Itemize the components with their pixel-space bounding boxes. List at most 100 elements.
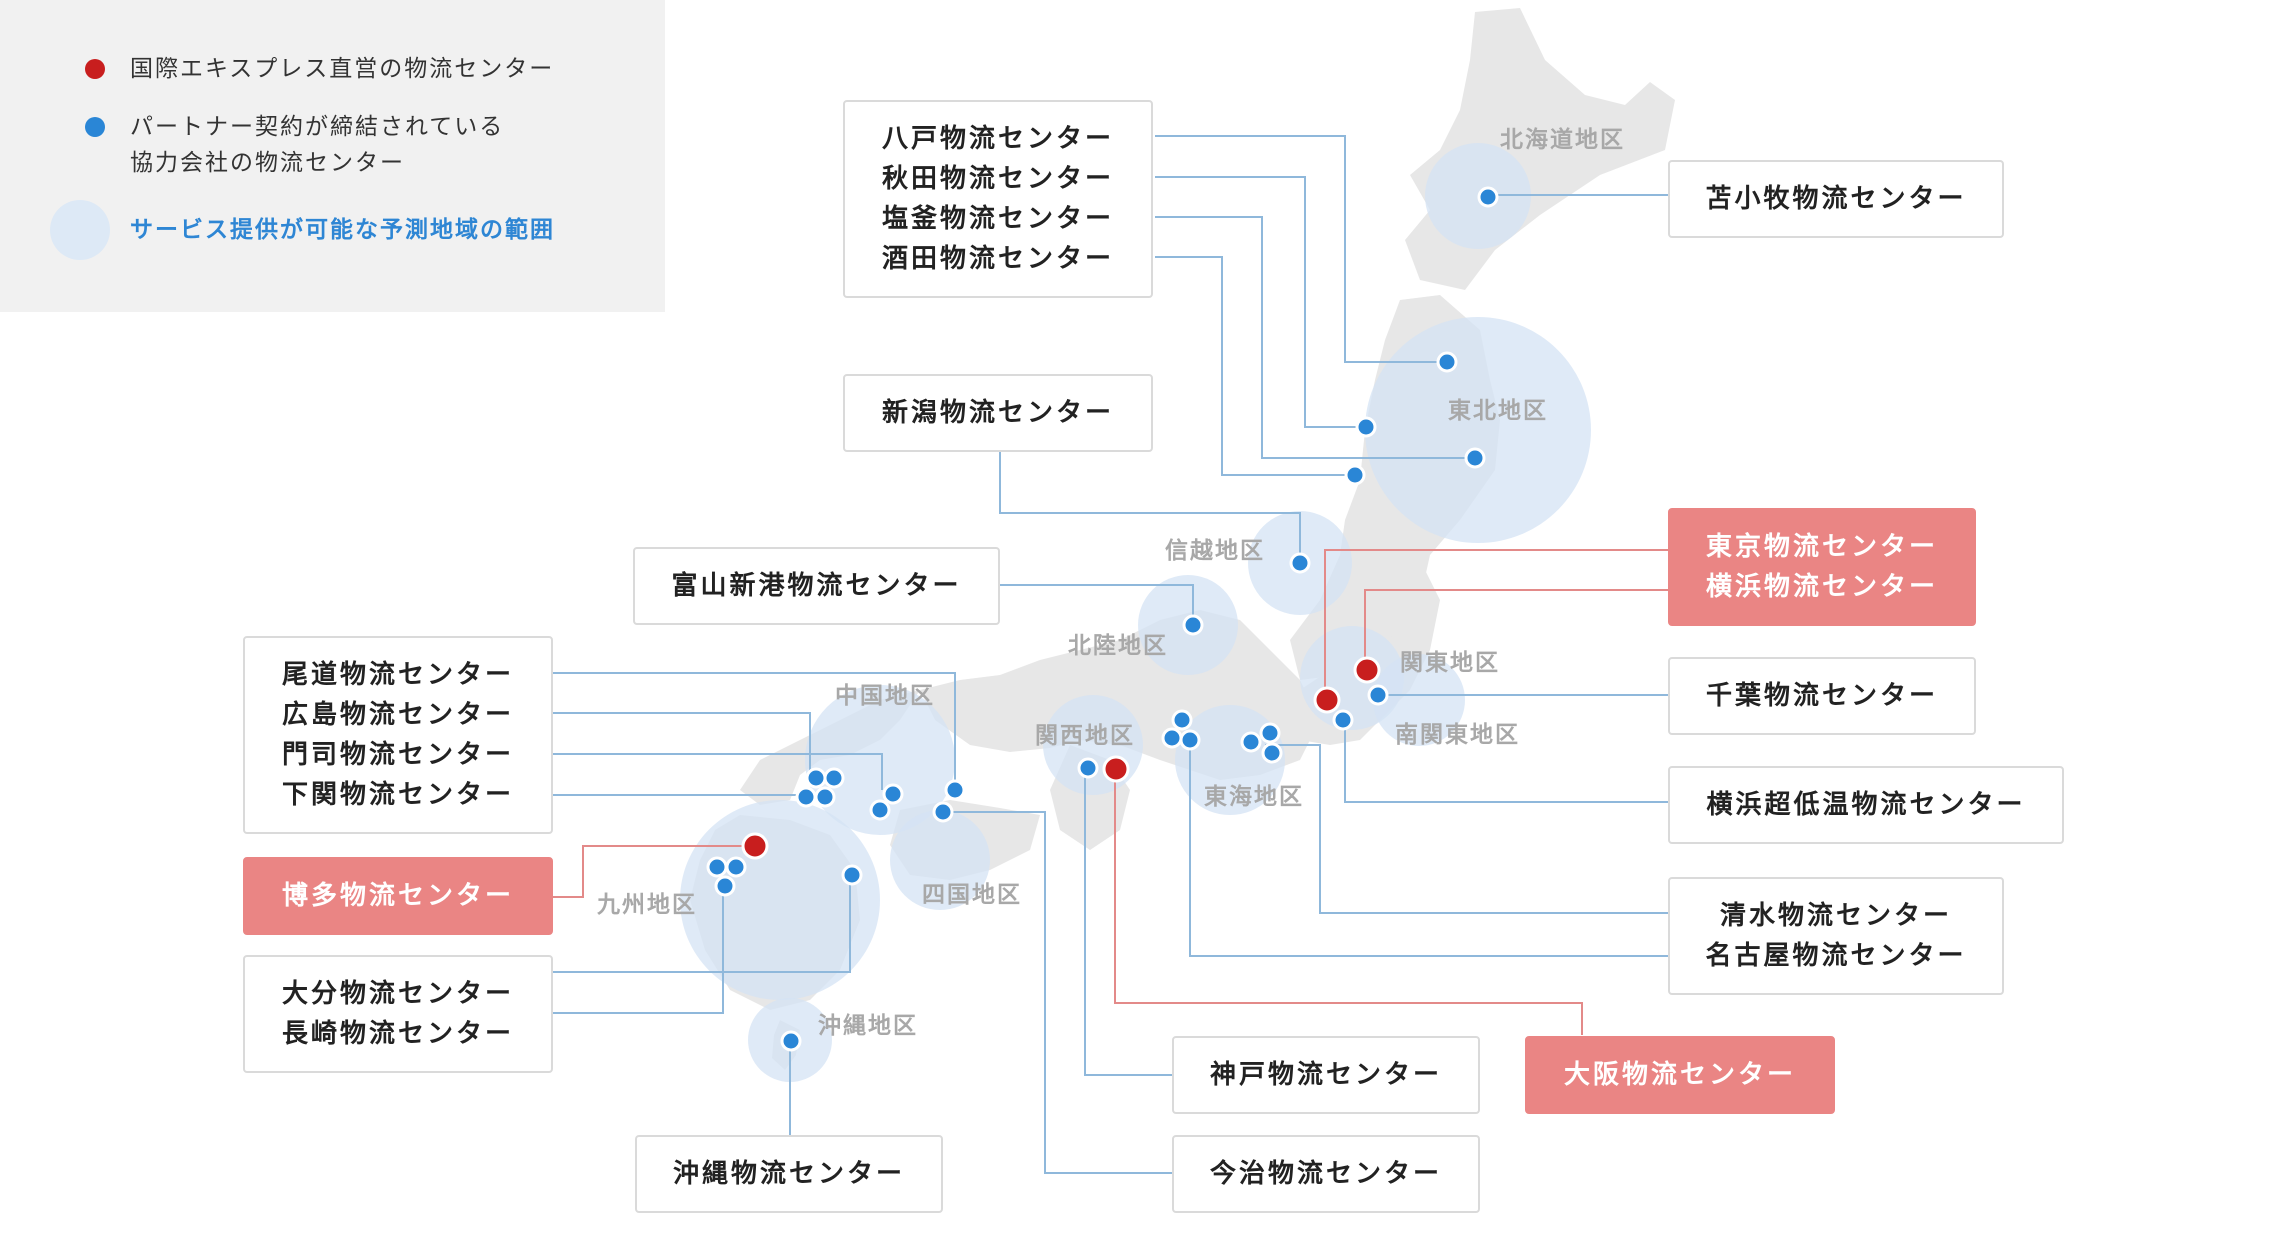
- dot-nagoya-2: [1179, 729, 1201, 751]
- dot-shiogama: [1464, 447, 1486, 469]
- label-kanto: 関東地区: [1400, 650, 1500, 676]
- service-areas: [680, 143, 1591, 1082]
- box-okinawa[interactable]: 沖縄物流センター: [635, 1135, 943, 1213]
- dot-shimizu-3: [1261, 742, 1283, 764]
- partner-connectors: [553, 135, 1670, 1174]
- dot-imabari: [932, 801, 954, 823]
- legend: 国際エキスプレス直営の物流センター パートナー契約が締結されている 協力会社の物…: [0, 0, 665, 312]
- direct-dots: [741, 656, 1381, 860]
- box-hakata[interactable]: 博多物流センター: [243, 857, 553, 935]
- label-chugoku: 中国地区: [835, 683, 935, 709]
- dot-akita: [1355, 416, 1377, 438]
- region-labels: 北海道地区 東北地区 信越地区 北陸地区 関東地区 南関東地区 東海地区 関西地…: [596, 126, 1625, 1039]
- label-shinetsu: 信越地区: [1165, 537, 1265, 564]
- center-shimonoseki: 下関物流センター: [281, 780, 514, 810]
- legend-partner-line2: 協力会社の物流センター: [130, 150, 405, 176]
- box-tomakomai[interactable]: 苫小牧物流センター: [1668, 160, 2004, 238]
- box-toyama[interactable]: 富山新港物流センター: [633, 547, 1000, 625]
- dot-hiroshima: [882, 783, 904, 805]
- area-tohoku: [1365, 317, 1591, 543]
- dot-kobe: [1077, 757, 1099, 779]
- area-shikoku: [890, 810, 990, 910]
- center-chiba: 千葉物流センター: [1705, 681, 1938, 711]
- dot-nagoya-1: [1171, 709, 1193, 731]
- center-kobe: 神戸物流センター: [1209, 1060, 1442, 1090]
- dot-osaka: [1102, 755, 1130, 783]
- dot-oita: [841, 864, 863, 886]
- center-shimizu: 清水物流センター: [1719, 901, 1952, 931]
- partner-dots: [706, 186, 1499, 1052]
- label-shikoku: 四国地区: [922, 882, 1022, 908]
- center-imabari: 今治物流センター: [1209, 1159, 1442, 1189]
- box-osaka[interactable]: 大阪物流センター: [1525, 1036, 1835, 1114]
- dot-shimizu-1: [1240, 731, 1262, 753]
- box-chiba[interactable]: 千葉物流センター: [1668, 657, 1976, 735]
- dot-hakata: [741, 832, 769, 860]
- label-kansai: 関西地区: [1035, 723, 1135, 749]
- dot-sakata: [1344, 464, 1366, 486]
- label-hokkaido: 北海道地区: [1500, 126, 1625, 153]
- dot-toyama: [1182, 614, 1204, 636]
- dot-nagasaki-2: [725, 856, 747, 878]
- box-kobe[interactable]: 神戸物流センター: [1172, 1036, 1480, 1114]
- legend-area: サービス提供が可能な予測地域の範囲: [130, 217, 555, 243]
- dot-onomichi: [944, 779, 966, 801]
- box-shimizu-nagoya[interactable]: 清水物流センター 名古屋物流センター: [1668, 877, 2004, 995]
- area-kyushu: [680, 800, 880, 1000]
- area-tokai: [1175, 705, 1285, 815]
- center-akita: 秋田物流センター: [881, 164, 1114, 194]
- legend-partner-line1: パートナー契約が締結されている: [130, 114, 505, 140]
- box-yokohama-cold[interactable]: 横浜超低温物流センター: [1668, 766, 2064, 844]
- dot-tokyo: [1313, 686, 1341, 714]
- box-imabari[interactable]: 今治物流センター: [1172, 1135, 1480, 1213]
- dot-okinawa: [780, 1030, 802, 1052]
- partner-dot-icon: [85, 117, 105, 137]
- area-circle-icon: [50, 200, 110, 260]
- center-nagoya: 名古屋物流センター: [1705, 941, 1967, 971]
- legend-direct: 国際エキスプレス直営の物流センター: [130, 56, 555, 82]
- dot-nagasaki-3: [714, 875, 736, 897]
- label-tohoku: 東北地区: [1448, 398, 1548, 424]
- dot-tomakomai: [1477, 186, 1499, 208]
- dot-hachinohe: [1436, 351, 1458, 373]
- label-okinawa: 沖縄地区: [818, 1013, 918, 1039]
- dot-yokohama-cold: [1332, 709, 1354, 731]
- center-hakata: 博多物流センター: [281, 881, 514, 911]
- center-toyama: 富山新港物流センター: [671, 571, 962, 601]
- label-tokai: 東海地区: [1204, 783, 1304, 810]
- label-minamikanto: 南関東地区: [1395, 722, 1520, 748]
- center-nagasaki: 長崎物流センター: [281, 1019, 514, 1049]
- center-niigata: 新潟物流センター: [881, 398, 1114, 428]
- center-sakata: 酒田物流センター: [881, 244, 1114, 274]
- dot-yokohama: [1353, 656, 1381, 684]
- dot-shimonoseki-3: [869, 799, 891, 821]
- box-oita-nagasaki[interactable]: 大分物流センター 長崎物流センター: [243, 955, 553, 1073]
- center-moji: 門司物流センター: [281, 740, 514, 770]
- area-chugoku: [805, 685, 955, 835]
- dot-moji-1: [805, 767, 827, 789]
- dot-chiba: [1367, 684, 1389, 706]
- center-tokyo: 東京物流センター: [1705, 532, 1938, 562]
- center-shiogama: 塩釜物流センター: [881, 204, 1114, 234]
- dot-shimonoseki-1: [795, 786, 817, 808]
- dot-shimonoseki-2: [814, 786, 836, 808]
- dot-shimizu-2: [1259, 722, 1281, 744]
- dot-nagoya-3: [1161, 727, 1183, 749]
- label-kyushu: 九州地区: [596, 892, 697, 918]
- area-minamikanto: [1373, 654, 1465, 746]
- center-osaka: 大阪物流センター: [1563, 1060, 1796, 1090]
- box-chugoku-group[interactable]: 尾道物流センター 広島物流センター 門司物流センター 下関物流センター: [243, 636, 553, 834]
- box-north-group[interactable]: 八戸物流センター 秋田物流センター 塩釜物流センター 酒田物流センター: [843, 100, 1153, 298]
- center-hachinohe: 八戸物流センター: [881, 124, 1114, 154]
- dot-niigata: [1289, 552, 1311, 574]
- direct-connectors: [553, 549, 1668, 1035]
- box-tokyo-yokohama[interactable]: 東京物流センター 横浜物流センター: [1668, 508, 1976, 626]
- center-yokohama: 横浜物流センター: [1705, 572, 1938, 602]
- dot-moji-2: [823, 767, 845, 789]
- center-tomakomai: 苫小牧物流センター: [1705, 184, 1967, 214]
- direct-dot-icon: [85, 59, 105, 79]
- center-oita: 大分物流センター: [281, 979, 514, 1009]
- box-niigata[interactable]: 新潟物流センター: [843, 374, 1153, 452]
- center-okinawa: 沖縄物流センター: [672, 1159, 905, 1189]
